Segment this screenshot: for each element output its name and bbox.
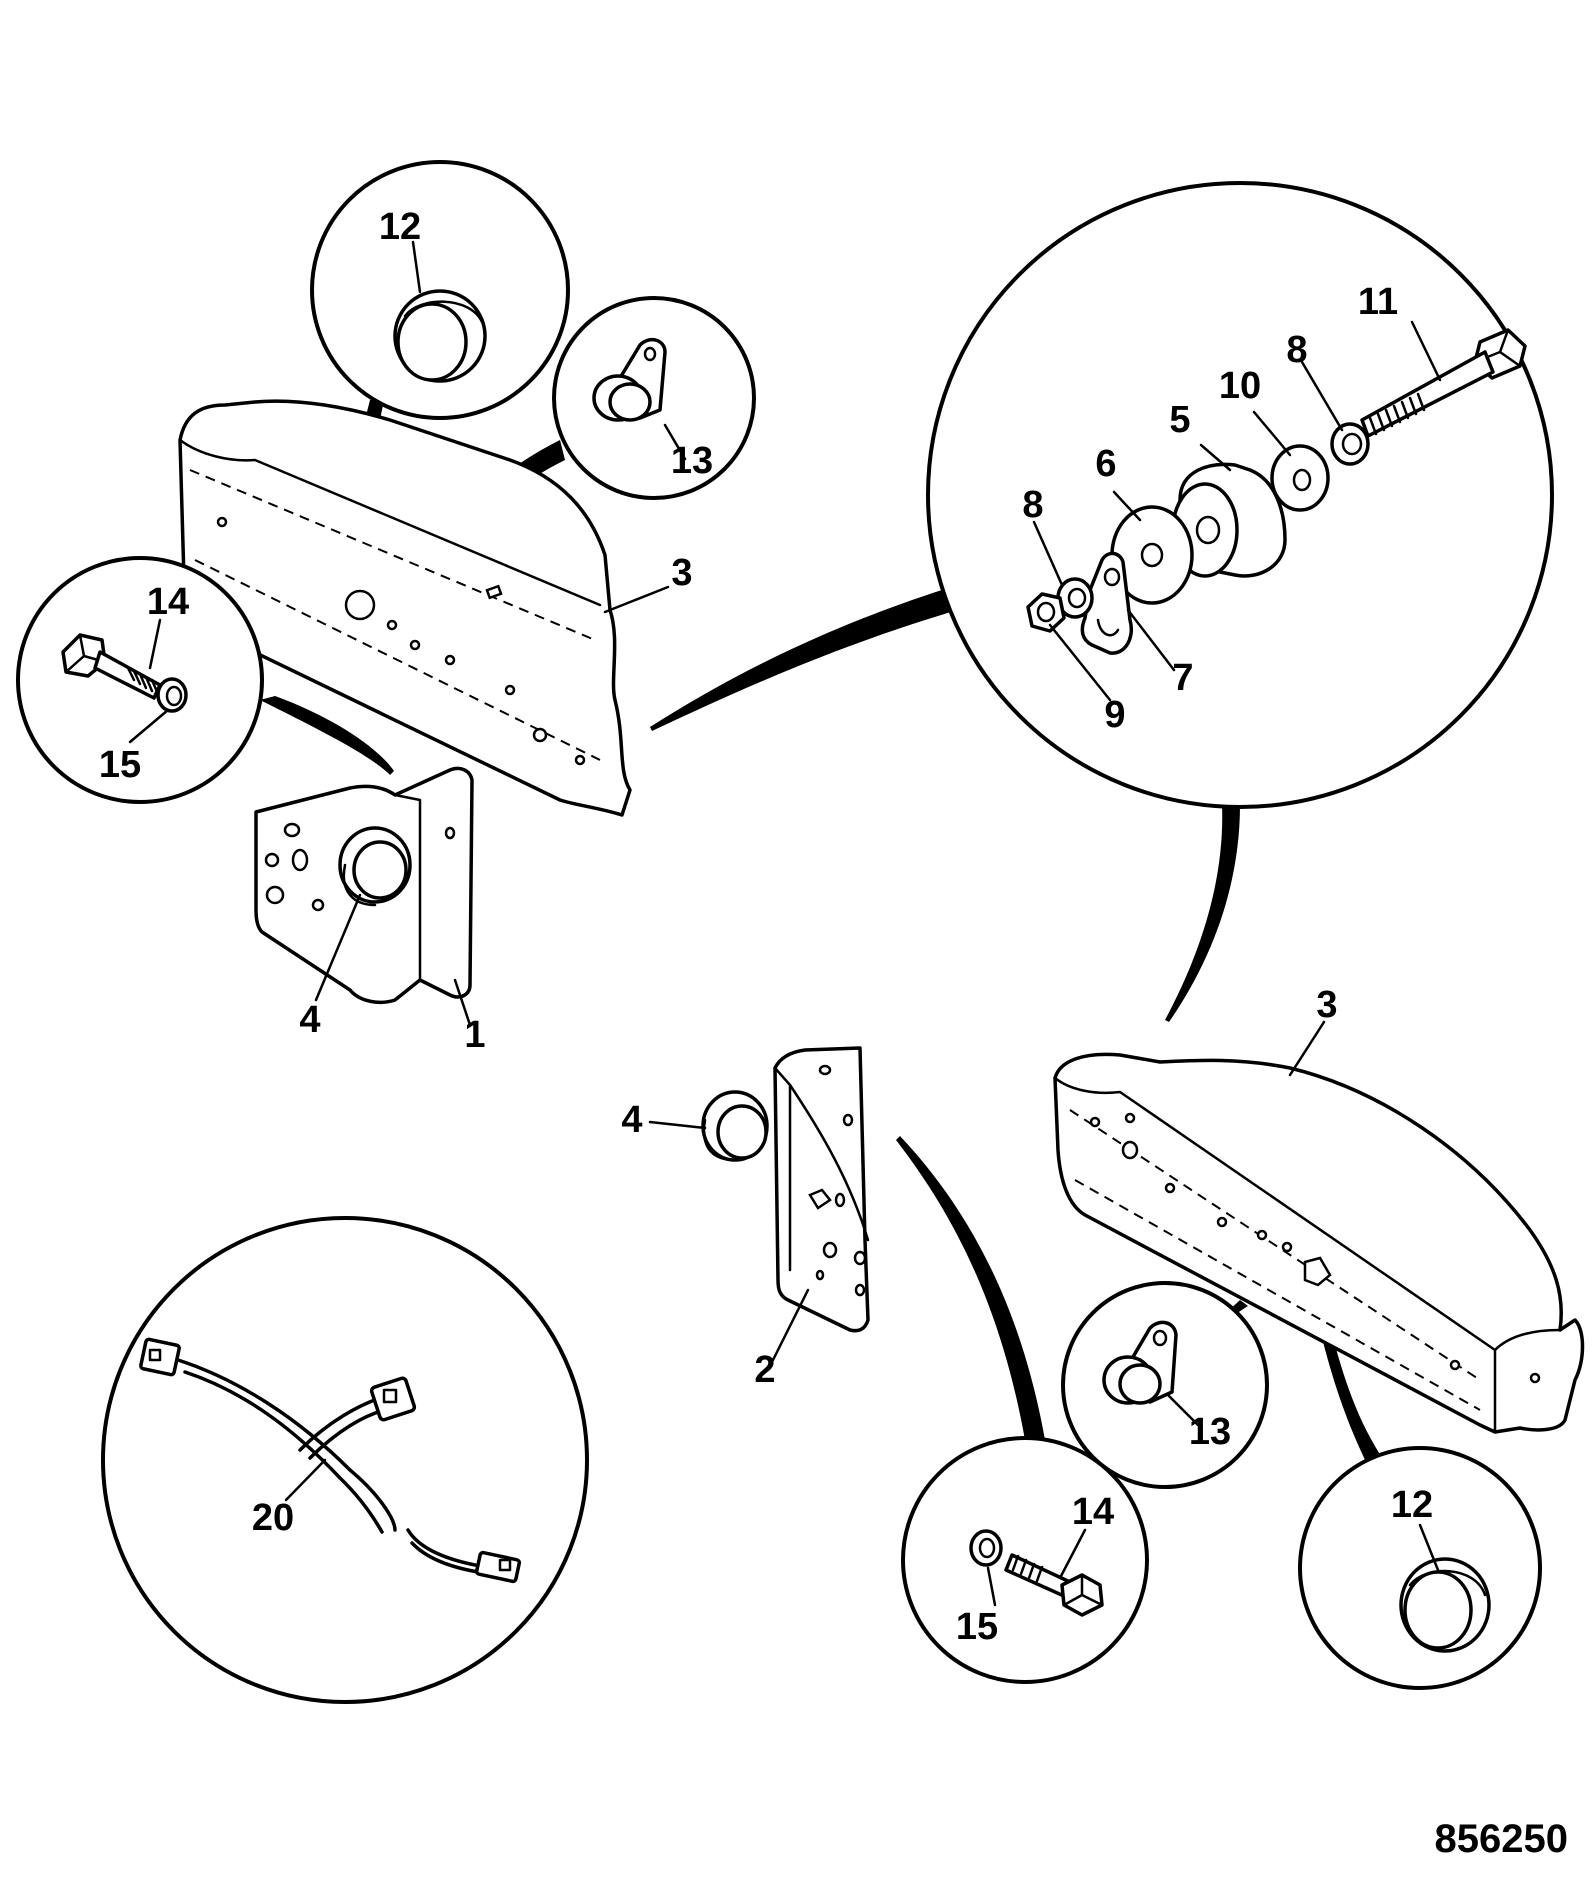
callout-15-left: 15 <box>99 744 141 786</box>
callout-9: 9 <box>1104 694 1125 736</box>
cross-member-upper <box>178 399 632 817</box>
callout-4-left: 4 <box>299 999 320 1041</box>
detail-circle-bolt-left <box>16 556 264 804</box>
detail-circle-grommet-12-top <box>310 160 570 420</box>
leader-lines <box>128 240 1442 1607</box>
callout-12-top: 12 <box>379 206 421 248</box>
callout-14-left: 14 <box>147 581 189 623</box>
grommet-4-loose <box>701 1090 769 1162</box>
detail-circle-clip-13-bottom <box>1061 1281 1269 1489</box>
callout-12-bottom: 12 <box>1391 1484 1433 1526</box>
callout-8-left: 8 <box>1022 484 1043 526</box>
callout-13-bottom: 13 <box>1189 1411 1231 1453</box>
callout-5: 5 <box>1169 399 1190 441</box>
callout-4-mid: 4 <box>621 1099 642 1141</box>
drawing-number: 856250 <box>1435 1817 1568 1861</box>
cross-member-lower <box>1053 1052 1585 1434</box>
callout-13-top: 13 <box>671 440 713 482</box>
callout-2: 2 <box>754 1349 775 1391</box>
callout-3-upper: 3 <box>671 552 692 594</box>
callout-labels: 12 13 3 14 15 4 1 11 8 10 5 6 8 7 9 3 4 … <box>99 206 1568 1861</box>
callout-1: 1 <box>464 1014 485 1056</box>
callout-7: 7 <box>1172 657 1193 699</box>
callout-14-bottom: 14 <box>1072 1491 1114 1533</box>
callout-10: 10 <box>1219 365 1261 407</box>
bracket-2 <box>773 1046 870 1333</box>
detail-circle-mounting-assembly <box>926 181 1554 809</box>
callout-8-right: 8 <box>1286 329 1307 371</box>
callout-6: 6 <box>1095 443 1116 485</box>
callout-20: 20 <box>252 1497 294 1539</box>
detail-circle-clip-13-top <box>552 296 756 500</box>
callout-3-lower: 3 <box>1316 984 1337 1026</box>
detail-circle-bolt-bottom <box>901 1436 1149 1684</box>
bracket-1 <box>254 766 474 1004</box>
callout-15-bottom: 15 <box>956 1606 998 1648</box>
detail-circle-grommet-12-bottom <box>1298 1446 1542 1690</box>
callout-11: 11 <box>1358 281 1398 323</box>
detail-circle-harness-20 <box>101 1216 589 1704</box>
